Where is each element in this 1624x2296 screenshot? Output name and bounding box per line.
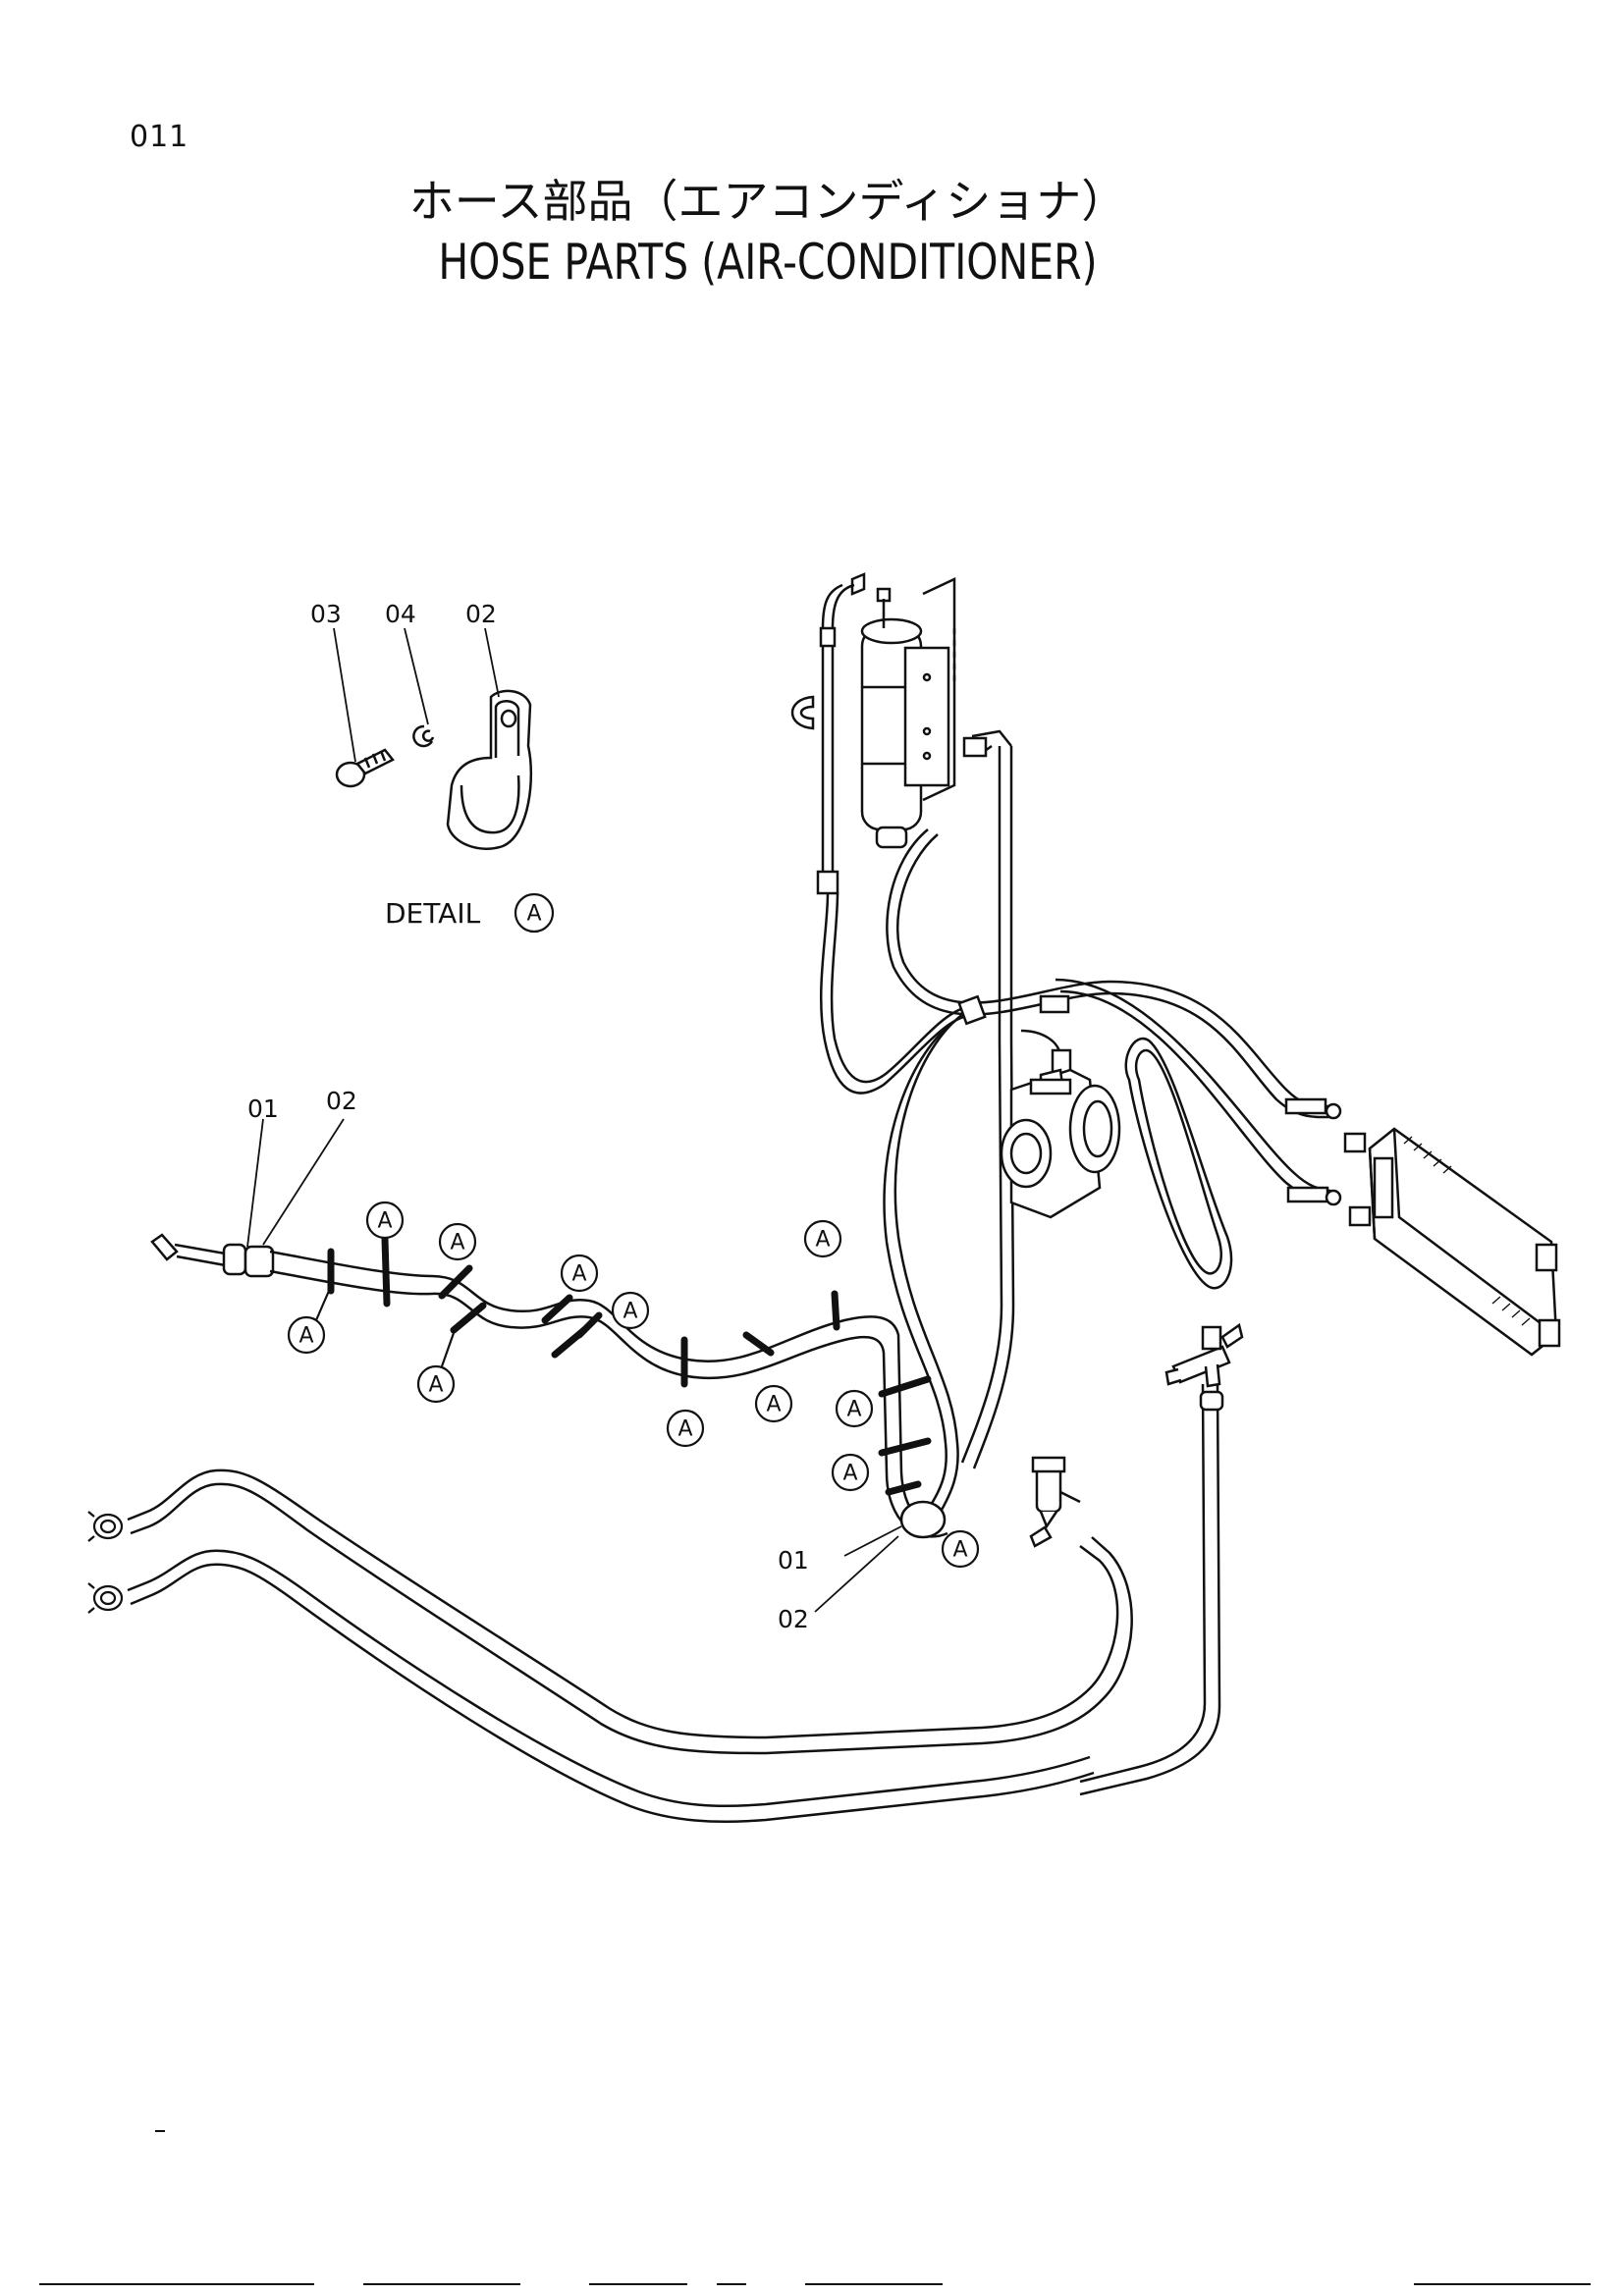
drive-belt (1124, 1037, 1233, 1290)
clip-ref-4 (416, 1332, 456, 1404)
callout-label-02-bottom: 02 (778, 1605, 809, 1633)
clip-ref-6 (611, 1291, 650, 1330)
clip-ref-letter: A (842, 1462, 857, 1486)
clip-ref-7 (666, 1409, 705, 1448)
clip-ref-5 (560, 1254, 599, 1293)
detail-a-group (333, 627, 533, 851)
detail-part-label-02: 02 (465, 600, 497, 628)
hose-clamps-left (87, 1511, 124, 1614)
clip-reference-markers (287, 1201, 980, 1569)
clipped-hose-run (150, 1233, 948, 1539)
clip-ref-8 (754, 1384, 793, 1423)
clip-ref-11 (831, 1453, 870, 1492)
clip-ref-12 (941, 1529, 980, 1569)
clip-ref-9 (803, 1219, 842, 1258)
detail-ref-circle (514, 892, 555, 934)
washer-04-part (412, 724, 435, 748)
water-valve-upper (1164, 1322, 1244, 1388)
bolt-03-part (335, 748, 395, 788)
page-title-japanese: ホース部品（エアコンディショナ） (408, 175, 1127, 228)
clip-bands (327, 1235, 932, 1496)
detail-part-label-04: 04 (385, 600, 416, 628)
callout-leaders (246, 1118, 902, 1613)
clip-ref-letter: A (846, 1398, 861, 1422)
clip-ref-1 (287, 1290, 331, 1355)
condenser (1343, 1127, 1561, 1357)
upper-hose-assembly (820, 729, 1342, 1518)
clip-ref-letter: A (428, 1373, 443, 1398)
clip-reference-letters: A A A A A A A A A A A A (298, 1209, 967, 1563)
clip-ref-3 (438, 1222, 477, 1261)
callout-label-02-top: 02 (326, 1087, 357, 1115)
clip-ref-letter: A (677, 1417, 692, 1442)
clip-ref-letter: A (815, 1228, 830, 1253)
clip-ref-letter: A (623, 1300, 637, 1324)
clip-ref-10 (835, 1389, 874, 1428)
receiver-drier (850, 572, 956, 849)
clip-ref-letter: A (298, 1324, 313, 1349)
title-block: ホース部品（エアコンディショナ） HOSE PARTS (AIR-CONDITI… (0, 172, 1624, 294)
detail-part-label-03: 03 (310, 600, 342, 628)
drier-top-pipe (816, 583, 855, 895)
compressor (1000, 1068, 1121, 1219)
page-number: 011 (130, 120, 189, 154)
clip-ref-letter: A (952, 1538, 967, 1563)
detail-ref-letter: A (526, 902, 541, 927)
page-footer-rules (39, 2130, 1591, 2285)
detail-label: DETAIL (385, 897, 481, 930)
clip-ref-letter: A (450, 1231, 464, 1255)
heater-hoses (127, 1383, 1224, 1823)
page-title-english: HOSE PARTS (AIR-CONDITIONER) (438, 234, 1098, 291)
callout-label-01-bottom: 01 (778, 1546, 809, 1575)
water-valve-lower (1029, 1456, 1081, 1548)
clip-ref-letter: A (766, 1393, 781, 1417)
callout-label-01-top: 01 (247, 1095, 279, 1123)
clamp-02-part (446, 689, 533, 851)
clip-ref-letter: A (377, 1209, 392, 1234)
drier-side-clip (790, 695, 815, 730)
clip-ref-letter: A (571, 1262, 586, 1287)
clip-ref-2 (365, 1201, 405, 1240)
